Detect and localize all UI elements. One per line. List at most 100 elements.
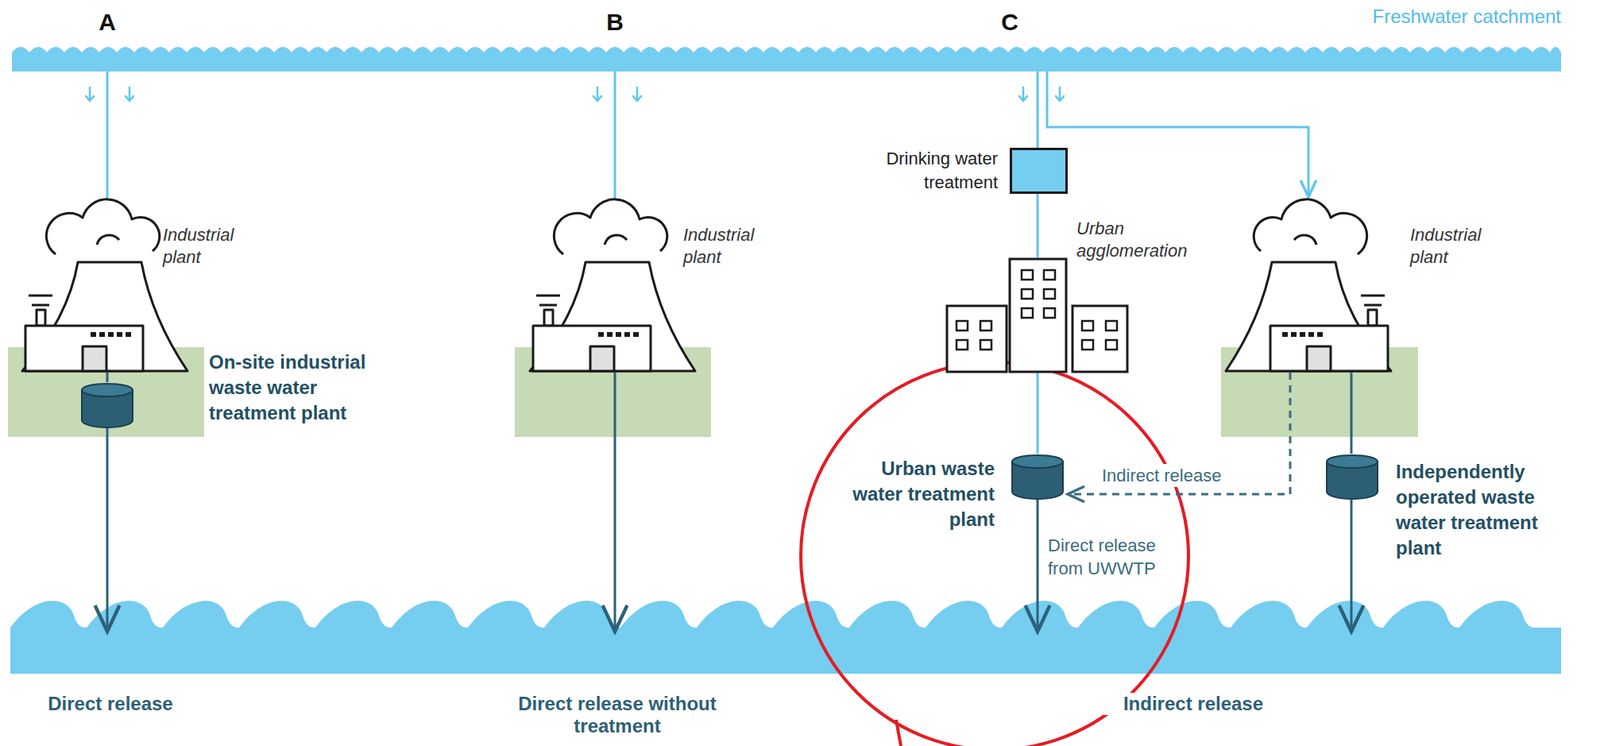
node-label: Indirect release [1089,692,1297,715]
window [980,340,992,350]
cylinder-tank [80,382,135,429]
flow-connector [1067,372,1291,495]
window [1082,340,1094,350]
node-label: On-site industrial waste water treatment… [208,349,392,426]
treatment-plant-cylinder: Independently operated waste water treat… [1325,453,1380,500]
treatment-plant-cylinder: Urban waste water treatment plant [1010,453,1065,500]
node-label: Direct release without treatment [486,692,749,738]
treatment-plant-cylinder: On-site industrial waste water treatment… [80,382,135,429]
factory-building [1270,325,1388,372]
flow-connector [106,71,109,199]
node-label: Urban agglomeration [1076,217,1216,263]
chimney [544,309,553,326]
column-letter: B [599,7,631,37]
flow-arrows [85,87,1064,101]
window [1021,270,1033,280]
building [1072,305,1128,372]
window [1105,340,1117,350]
chimney [36,309,46,326]
window [598,332,604,337]
connector-label: Indirect release [1101,463,1273,487]
window [1043,289,1056,299]
steam-curl [1294,235,1317,245]
highlight-circle [800,362,1189,746]
window [606,332,613,337]
steam-curl [604,235,627,245]
window [980,320,992,331]
tank-top [81,383,133,397]
cooling-tower [529,262,696,372]
flow-connector [106,372,109,383]
steam-lines [28,295,53,306]
node-label: Drinking water treatment [870,146,998,195]
window [125,332,132,337]
window [1299,332,1306,337]
flow-arrow [125,87,134,101]
box-outline [1011,149,1067,194]
flow-connector [1036,499,1040,632]
flow-connector [1036,193,1040,258]
node-label: Direct release [15,692,206,715]
node-label: Industrial plant [1410,224,1510,269]
window [1308,332,1315,337]
window [624,332,630,337]
flow-connector [614,71,617,199]
flow-connector [614,372,617,632]
window [1105,320,1117,331]
receiving-water-band [10,600,1562,674]
urban-agglomeration: Urban agglomeration [943,257,1129,373]
receiving-water: Direct releaseDirect release without tre… [10,631,1562,674]
window [116,332,123,337]
window [90,332,97,337]
freshwater-band [11,46,1562,72]
window [1290,332,1297,337]
treatment-box [1009,147,1068,194]
buildings [943,257,1129,373]
flow-connector [1036,71,1040,148]
flow-arrow [1019,87,1028,101]
tank-top [1326,455,1378,468]
steam-lines [536,295,561,306]
node-label: Industrial plant [162,224,263,269]
flow-connector [1350,372,1353,454]
industrial-plant: Industrial plant [528,198,697,373]
drinking-water-box: Drinking water treatment [1009,147,1068,194]
industrial-plant: Industrial plant [1224,198,1393,373]
flow-arrow [85,87,94,101]
door [1306,346,1331,372]
building [1009,258,1067,372]
column-letter: A [91,7,124,37]
steam-curl [96,235,120,245]
highlight-callout [800,362,1189,746]
building [946,305,1007,372]
steam-lines [1360,295,1385,306]
node-label: Independently operated waste water treat… [1395,459,1575,561]
door [82,346,107,372]
cooling-tower [1225,262,1392,372]
window [99,332,105,337]
window [1043,308,1056,318]
factory-building [533,325,651,372]
flow-connector [1036,372,1040,454]
plant-illustration [1224,198,1393,373]
node-label: Urban waste water treatment plant [835,456,995,533]
factory-building [25,325,143,372]
flow-arrow [593,87,602,101]
window [956,340,968,350]
plant-illustration [20,198,190,373]
flow-connector [1047,71,1309,198]
steam-cloud [46,199,159,255]
window [1021,289,1033,299]
window [1082,320,1094,331]
cylinder-tank [1325,453,1380,500]
window [1317,332,1323,337]
window [956,320,968,331]
window [1043,270,1056,280]
column-letter: C [993,7,1026,37]
plant-illustration [528,198,697,373]
chimney [1368,309,1377,326]
window [1282,332,1288,337]
